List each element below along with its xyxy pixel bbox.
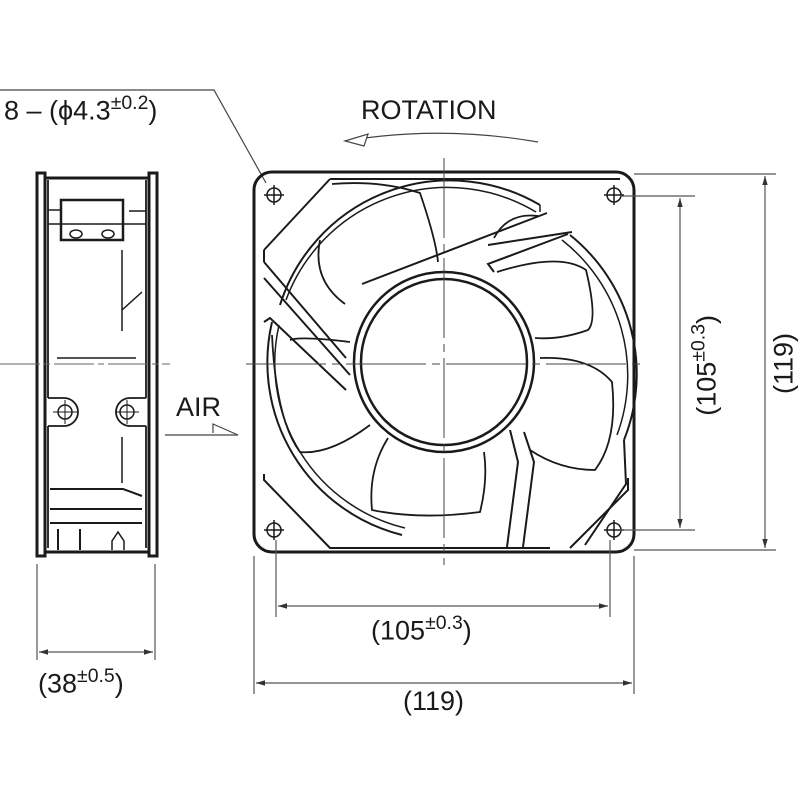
overall-width-dimension: (119) <box>403 686 465 716</box>
hole-pitch-vertical-dimension: (105±0.3) <box>687 314 722 416</box>
mounting-hole-label: 8 – (ϕ4.3±0.2) <box>4 92 158 126</box>
diameter-symbol: ϕ <box>58 95 74 126</box>
mounting-hole-leader <box>0 89 267 184</box>
side-view <box>35 171 159 558</box>
air-arrow-icon <box>165 423 239 436</box>
dimension-lines <box>36 173 776 694</box>
front-view <box>252 170 638 554</box>
front-center-lines <box>246 158 644 565</box>
side-depth-dimension: (38±0.5) <box>38 665 124 699</box>
rotation-label: ROTATION <box>361 95 497 125</box>
rotation-arrow-icon <box>342 132 539 147</box>
air-label: AIR <box>176 392 222 422</box>
hole-pitch-horizontal-dimension: (105±0.3) <box>371 612 472 646</box>
overall-height-dimension: (119) <box>768 332 799 395</box>
